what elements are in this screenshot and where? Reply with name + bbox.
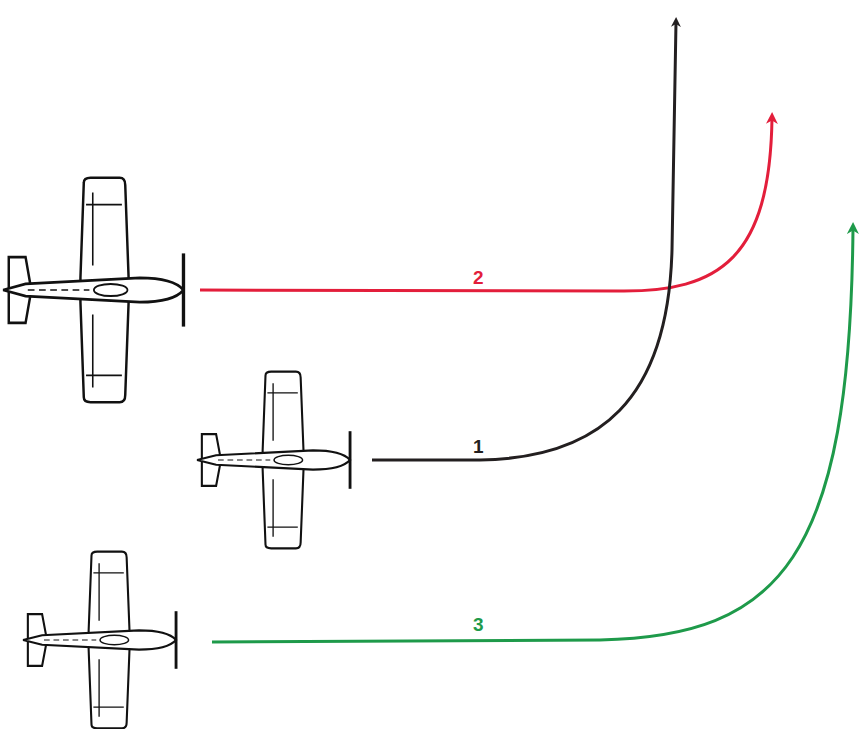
callout-number: 1 [471, 437, 486, 456]
flight-path-red [200, 118, 772, 291]
flight-path-green [212, 228, 853, 642]
callout-number: 2 [471, 268, 486, 287]
aircraft-top [3, 178, 183, 402]
callout-number: 3 [471, 615, 486, 634]
aircraft-middle [197, 372, 350, 549]
aircraft-bottom [23, 552, 176, 729]
flight-path-black [372, 22, 676, 460]
